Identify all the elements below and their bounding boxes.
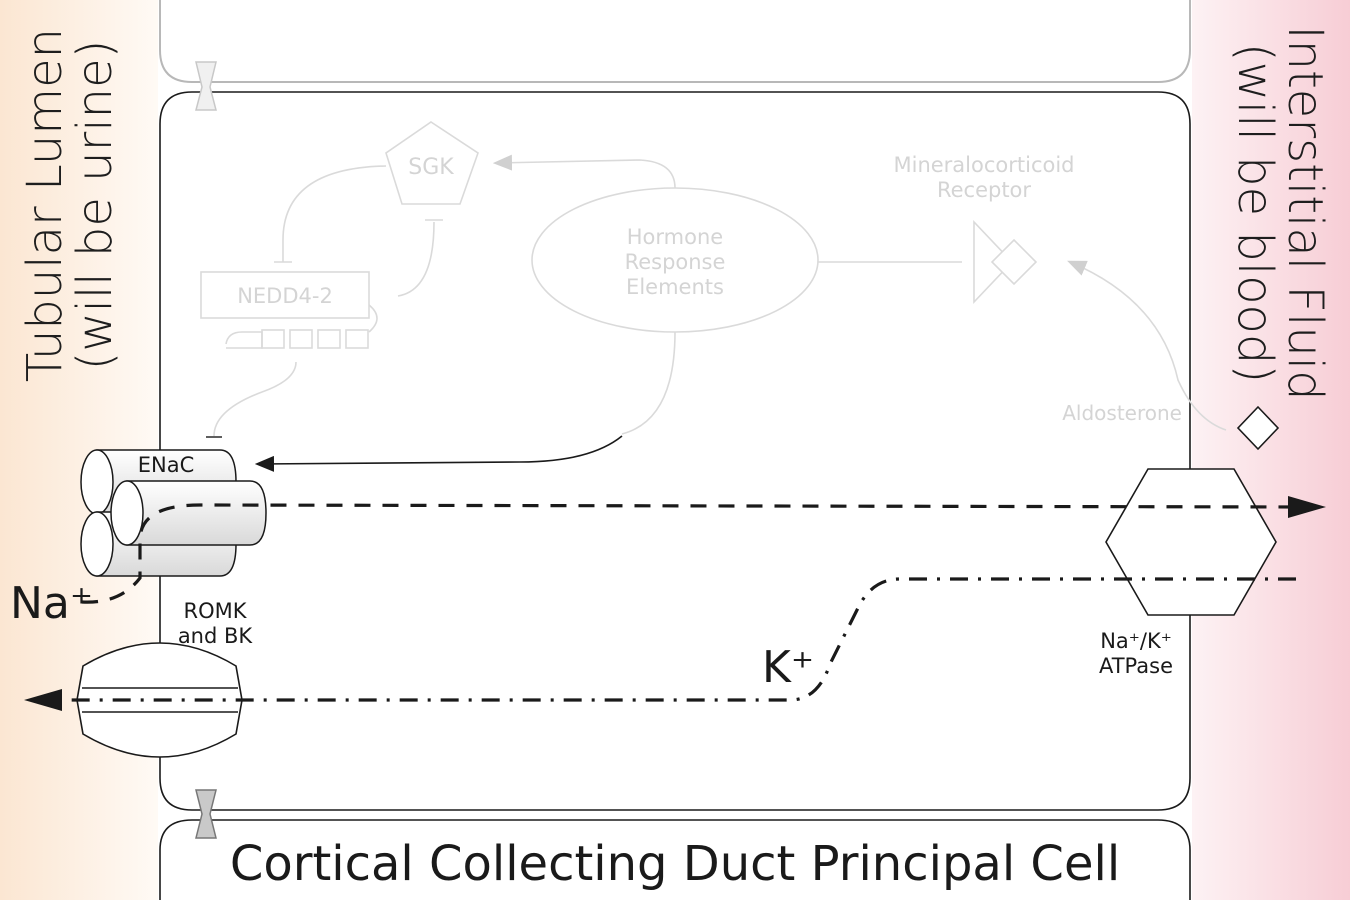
fluid-label-line1: Interstitial Fluid xyxy=(1277,25,1333,401)
faded-pathway xyxy=(200,121,1227,437)
sodium-arrowhead xyxy=(1288,496,1326,518)
hre-label-3: Elements xyxy=(626,275,724,299)
aldosterone-label: Aldosterone xyxy=(1062,401,1182,425)
hre-label-1: Hormone xyxy=(627,225,723,249)
potassium-flow-path xyxy=(60,577,1296,702)
potassium-ion-label: K⁺ xyxy=(762,642,814,693)
nedd4-2-box xyxy=(200,271,370,319)
mr-label-2: Receptor xyxy=(937,178,1031,202)
enac-label: ENaC xyxy=(138,453,195,477)
upper-cell-outline xyxy=(159,0,1191,83)
cell-title: Cortical Collecting Duct Principal Cell xyxy=(230,836,1120,892)
lower-cell-outline xyxy=(159,819,1191,900)
lumen-label-line1: Tubular Lumen xyxy=(17,27,73,383)
tight-junction-top xyxy=(195,61,217,111)
tubular-lumen-label: Tubular Lumen (will be urine) xyxy=(17,10,124,400)
sodium-ion-label: Na⁺ xyxy=(10,578,93,629)
hre-to-enac-arrow xyxy=(254,435,623,472)
nedd4-2-tail xyxy=(225,331,263,349)
sgk-label: SGK xyxy=(408,155,454,180)
atpase-label-2: ATPase xyxy=(1099,654,1173,678)
atpase-label-1: Na⁺/K⁺ xyxy=(1100,629,1172,653)
hre-label-2: Response xyxy=(625,250,726,274)
interstitial-fluid-label: Interstitial Fluid (will be blood) xyxy=(1226,18,1333,408)
sgk-pentagon xyxy=(385,121,479,205)
tight-junction-bottom xyxy=(195,789,217,839)
nedd4-2-label: NEDD4-2 xyxy=(237,284,333,308)
interstitial-background xyxy=(1192,0,1350,900)
romk-label-1: ROMK xyxy=(183,599,247,623)
mr-diamond xyxy=(990,238,1038,286)
romk-label-2: and BK xyxy=(178,624,254,648)
mr-label-1: Mineralocorticoid xyxy=(893,153,1074,177)
principal-cell-outline xyxy=(159,91,1191,811)
enac-channel xyxy=(80,449,267,577)
potassium-arrowhead xyxy=(24,689,62,711)
aldosterone-diamond xyxy=(1236,405,1280,451)
fluid-label-line2: (will be blood) xyxy=(1226,42,1283,384)
lumen-label-line2: (will be urine) xyxy=(67,39,124,371)
